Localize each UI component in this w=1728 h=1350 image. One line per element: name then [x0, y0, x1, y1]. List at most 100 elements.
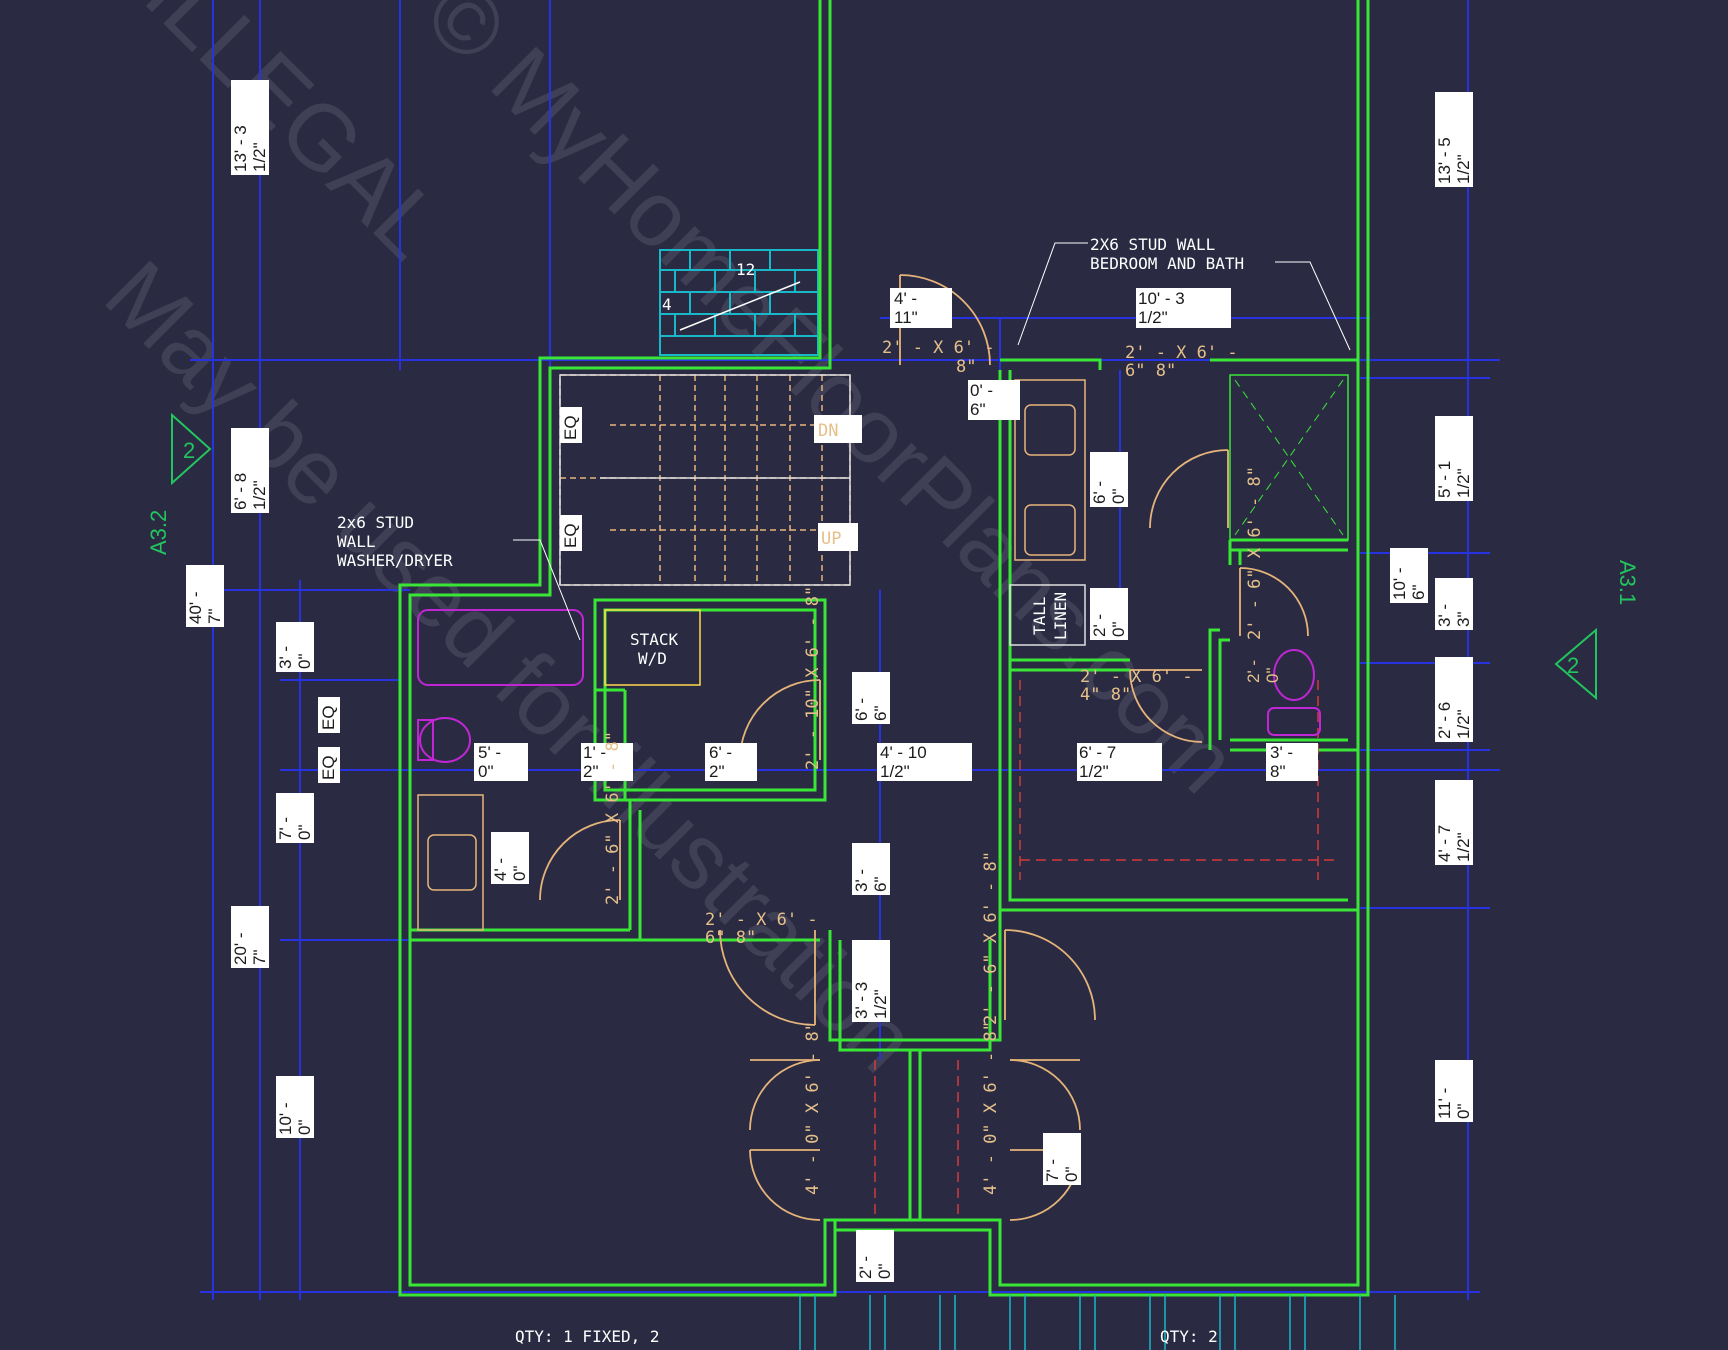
svg-text:5' -: 5' -: [478, 743, 501, 762]
tall-linen-cabinet: [1009, 584, 1086, 646]
stair-dn-label: DN: [818, 421, 838, 441]
dim-4-7: 4' - 7 1/2": [1435, 780, 1473, 865]
svg-text:11' -: 11' -: [1435, 1088, 1454, 1119]
svg-text:6' -: 6' -: [709, 743, 732, 762]
door-labels: 2' - X 6' - 8" 2' - X 6' - 6" 8" 2' - X …: [603, 338, 1265, 1195]
svg-text:6": 6": [871, 877, 890, 893]
svg-text:0": 0": [1263, 668, 1282, 684]
svg-text:2' - 6: 2' - 6: [1435, 702, 1454, 739]
dim-11-0: 11' - 0": [1435, 1060, 1473, 1122]
svg-text:1/2": 1/2": [1454, 468, 1473, 498]
dim-4-0: 4' - 0": [491, 832, 529, 884]
svg-text:4' - 7: 4' - 7: [1435, 825, 1454, 862]
svg-text:0": 0": [295, 825, 314, 841]
door-label: 2' - X 6' -: [1125, 343, 1238, 363]
brick-label-4: 4: [662, 295, 672, 314]
vanity-right: [1014, 379, 1086, 561]
svg-text:11": 11": [894, 308, 918, 327]
svg-text:1/2": 1/2": [250, 142, 269, 172]
svg-text:0": 0": [1109, 622, 1128, 638]
section-marker-left-sheet: A3.2: [146, 510, 171, 555]
svg-text:7' -: 7' -: [1043, 1159, 1062, 1182]
svg-text:2": 2": [583, 762, 599, 781]
svg-text:0": 0": [1062, 1167, 1081, 1183]
svg-text:1/2": 1/2": [1454, 832, 1473, 862]
dim-4-10: 4' - 10 1/2": [877, 743, 972, 781]
dim-6-6: 6' - 6": [852, 672, 890, 724]
note-stud-wall-wd-3: WASHER/DRYER: [337, 551, 453, 570]
svg-text:13' - 3: 13' - 3: [231, 125, 250, 172]
dim-6-7: 6' - 7 1/2": [1077, 743, 1162, 781]
dim-6-2: 6' - 2": [705, 743, 757, 781]
door-label: 2' - X 6' -: [1080, 667, 1193, 687]
section-marker-right-num: 2: [1567, 653, 1579, 678]
toilet-left: [419, 717, 471, 763]
dimension-labels: 13' - 3 1/2" 6' - 8 1/2" 40' - 7" 3' - 0…: [186, 80, 1473, 1282]
door-label: 2' - 6" X 6' - 8": [1245, 466, 1265, 640]
dim-2-0c: 2' - 0": [1244, 660, 1282, 683]
dim-13-3: 13' - 3 1/2": [231, 80, 269, 175]
svg-text:0' -: 0' -: [970, 381, 993, 400]
svg-text:20' -: 20' -: [231, 932, 250, 965]
svg-text:6' -: 6' -: [852, 698, 871, 721]
svg-text:1/2": 1/2": [1138, 308, 1168, 327]
svg-text:7": 7": [250, 950, 269, 966]
watermark-text-illegal: ILLEGAL: [126, 0, 462, 278]
svg-text:3' - 3: 3' - 3: [852, 982, 871, 1019]
dim-20-7: 20' - 7": [231, 906, 269, 968]
door-label: 2' - X 6' -: [882, 338, 995, 358]
label-tall-linen-2: LINEN: [1051, 592, 1070, 640]
svg-text:2' -: 2' -: [1244, 660, 1263, 683]
eq-label: EQ: [319, 755, 338, 780]
dim-3-8: 3' - 8": [1266, 743, 1318, 781]
vanity-left: [417, 794, 484, 931]
svg-text:0": 0": [1454, 1104, 1473, 1120]
dim-7-0: 7' - 0": [276, 793, 314, 843]
door-label: 2' - X 6' -: [705, 910, 818, 930]
svg-text:5' - 1: 5' - 1: [1435, 461, 1454, 498]
door-label: 6" 8": [705, 928, 756, 948]
svg-text:6": 6": [970, 400, 986, 419]
svg-text:3": 3": [1454, 612, 1473, 628]
svg-text:1' -: 1' -: [583, 743, 606, 762]
brick-chimney: [659, 249, 819, 356]
svg-text:1/2": 1/2": [871, 989, 890, 1019]
door-label: 4' - 0" X 6' - 8": [981, 1021, 1001, 1195]
note-stud-wall-bedroom-2: BEDROOM AND BATH: [1090, 254, 1244, 273]
svg-text:4' -: 4' -: [894, 289, 917, 308]
dim-7-0b: 7' - 0": [1043, 1133, 1081, 1185]
dim-1-2: 1' - 2": [581, 743, 633, 781]
dim-10-3: 10' - 3 1/2": [1136, 288, 1231, 328]
svg-text:7": 7": [205, 609, 224, 625]
section-marker-right-sheet: A3.1: [1615, 560, 1640, 605]
svg-text:6": 6": [1409, 585, 1428, 601]
svg-text:13' - 5: 13' - 5: [1435, 137, 1454, 184]
door-label: 2' - 10" X 6' - 8": [803, 586, 823, 770]
svg-text:8": 8": [1270, 762, 1286, 781]
dim-13-5: 13' - 5 1/2": [1435, 92, 1473, 187]
dim-3-0: 3' - 0": [276, 622, 314, 672]
note-stud-wall-wd: 2x6 STUD: [337, 513, 414, 532]
svg-text:6' - 7: 6' - 7: [1079, 743, 1116, 762]
svg-text:0": 0": [295, 1120, 314, 1136]
washer-dryer: [604, 609, 701, 686]
door-label: 6" 8": [1125, 361, 1176, 381]
stair-up-label: UP: [821, 529, 841, 549]
svg-text:6' -: 6' -: [1090, 481, 1109, 504]
section-marker-right: 2 A3.1: [1554, 560, 1640, 701]
svg-text:6' - 8: 6' - 8: [231, 473, 250, 510]
eq-label: EQ: [319, 705, 338, 730]
svg-text:3' -: 3' -: [1435, 604, 1454, 627]
eq-label: EQ: [561, 415, 580, 440]
label-stack: STACK: [630, 630, 679, 649]
dim-2-0: 2' - 0": [1090, 588, 1128, 640]
qty-left: QTY: 1 FIXED, 2: [515, 1327, 660, 1346]
svg-text:40' -: 40' -: [186, 591, 205, 624]
svg-text:0": 0": [295, 654, 314, 670]
eq-label: EQ: [561, 523, 580, 548]
bathtub: [417, 609, 584, 686]
qty-right: QTY: 2: [1160, 1327, 1218, 1346]
door-label: 8": [956, 357, 976, 377]
door-swings: [539, 274, 1309, 1221]
dim-6-8: 6' - 8 1/2": [231, 428, 269, 513]
